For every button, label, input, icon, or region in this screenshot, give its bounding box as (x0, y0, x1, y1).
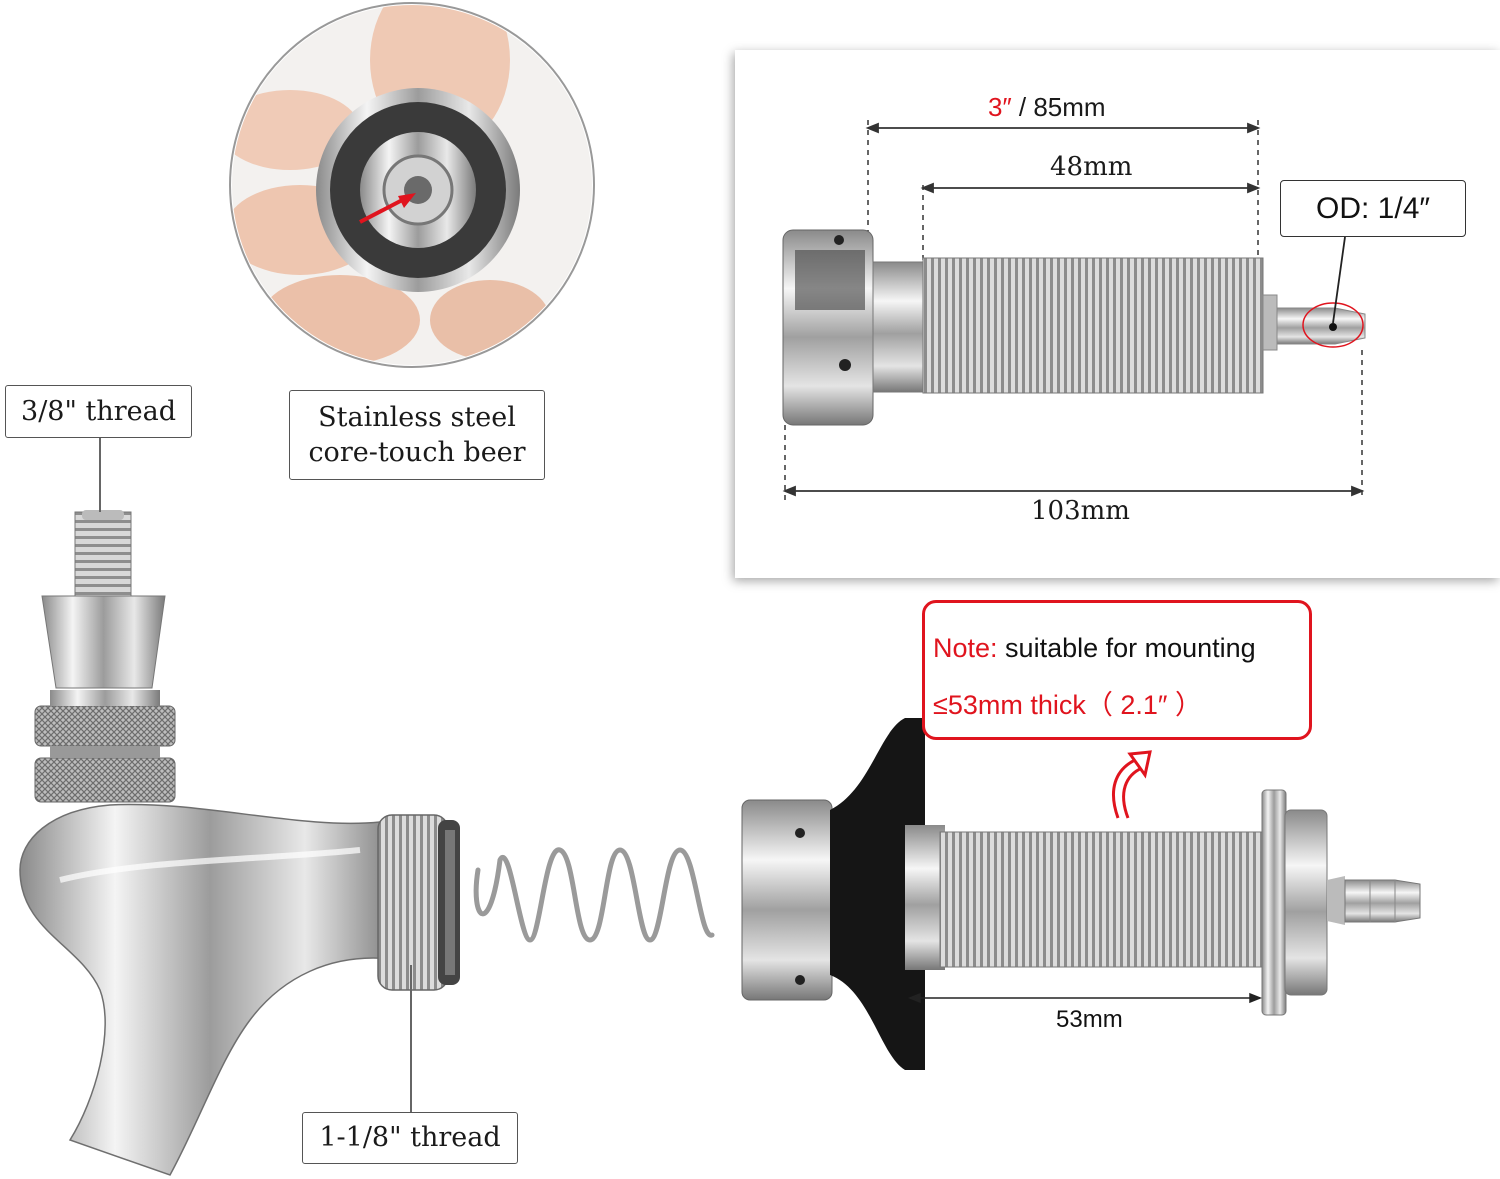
spec-panel: 3″ / 85mm 48mm 103mm OD: 1/4″ (735, 50, 1500, 578)
note-box: Note: suitable for mounting ≤53mm thick（… (922, 600, 1312, 740)
faucet (19, 510, 460, 1176)
od-label: OD: 1/4″ (1280, 180, 1466, 237)
note-line1: Note: suitable for mounting (933, 633, 1256, 663)
core-touch-line2: core-touch beer (308, 437, 526, 468)
core-photo (229, 2, 595, 368)
bottom-thread-label: 1-1/8" thread (302, 1112, 518, 1164)
dim-103mm-label: 103mm (1031, 496, 1130, 526)
note-line2: ≤53mm thick（ 2.1″ ） (933, 690, 1202, 720)
dim-48mm-label: 48mm (1050, 152, 1133, 182)
shank-assembly (741, 718, 1421, 1070)
dim-53mm-label: 53mm (1056, 1006, 1123, 1033)
core-touch-label: Stainless steel core-touch beer (289, 390, 545, 480)
red-arrow-icon (1112, 750, 1152, 819)
spec-drawing (782, 120, 1366, 500)
top-thread-label: 3/8" thread (5, 385, 192, 438)
dim-85mm-label: 3″ / 85mm (988, 92, 1106, 122)
spring (473, 847, 715, 943)
core-touch-line1: Stainless steel (318, 401, 516, 433)
dim-53mm-line (907, 992, 1263, 1004)
